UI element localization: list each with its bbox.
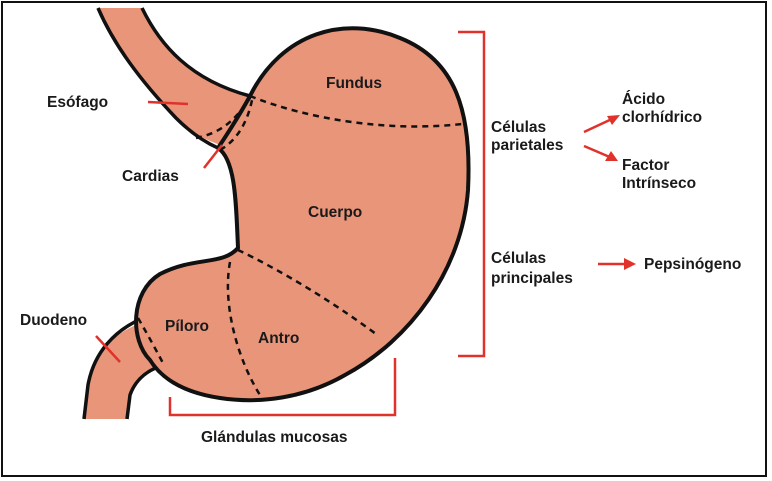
label-esofago: Esófago — [47, 94, 108, 111]
label-cuerpo: Cuerpo — [308, 204, 362, 221]
label-duodeno: Duodeno — [20, 312, 87, 329]
arrow-factor-line — [584, 146, 612, 158]
label-celulas-parietales-2: parietales — [491, 137, 563, 154]
label-factor-1: Factor — [622, 157, 669, 174]
label-glandulas: Glándulas mucosas — [201, 429, 347, 446]
label-factor-2: Intrínseco — [622, 175, 696, 192]
label-celulas-principales-2: principales — [491, 270, 573, 287]
label-acido-1: Ácido — [622, 91, 665, 108]
label-celulas-principales-1: Células — [491, 250, 546, 267]
cardias-pointer — [204, 145, 222, 168]
label-celulas-parietales-1: Células — [491, 119, 546, 136]
label-antro: Antro — [258, 330, 299, 347]
arrow-pepsinogeno-head — [624, 258, 636, 270]
label-piloro: Píloro — [165, 318, 209, 335]
label-pepsinogeno: Pepsinógeno — [644, 256, 741, 273]
label-fundus: Fundus — [326, 75, 382, 92]
esophagus-shape — [98, 8, 250, 150]
label-acido-2: clorhídrico — [622, 109, 702, 126]
label-cardias: Cardias — [122, 168, 179, 185]
